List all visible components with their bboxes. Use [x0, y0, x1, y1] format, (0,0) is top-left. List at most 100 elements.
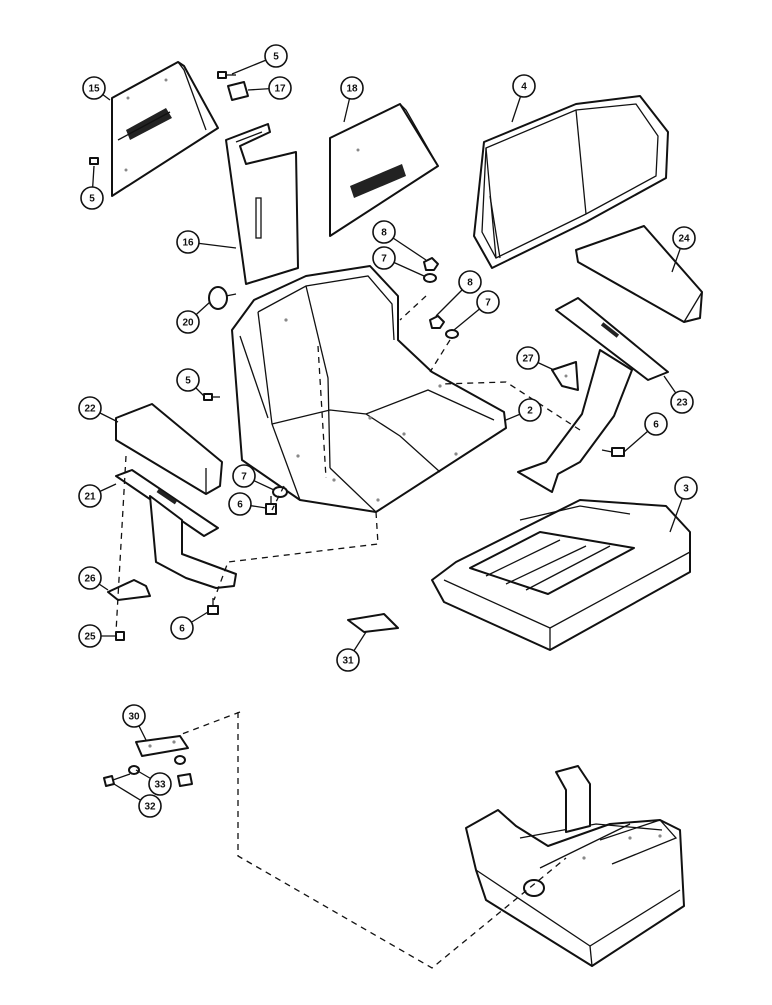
callout-circle	[122, 704, 146, 728]
callout-30: 30	[122, 704, 146, 728]
part-17-clip	[227, 81, 249, 101]
callout-6: 6	[228, 492, 252, 516]
callout-circle	[176, 310, 200, 334]
callout-circle	[644, 412, 668, 436]
callout-16: 16	[176, 230, 200, 254]
part-6-bolt-a	[265, 496, 277, 515]
part-27-bracket	[551, 361, 579, 391]
part-4-backrest-cushion	[473, 95, 669, 269]
part-20-knob	[208, 286, 237, 310]
part-32-bolt-a	[103, 773, 131, 787]
part-2-seat-pan	[231, 265, 507, 513]
callout-5: 5	[264, 44, 288, 68]
callout-2: 2	[518, 398, 542, 422]
callout-3: 3	[674, 476, 698, 500]
callout-number: 8	[381, 228, 387, 239]
callout-circle	[372, 220, 396, 244]
callout-number: 22	[84, 404, 96, 415]
callout-number: 7	[485, 298, 491, 309]
callout-5: 5	[176, 368, 200, 392]
callout-number: 5	[89, 194, 95, 205]
callout-number: 23	[676, 398, 688, 409]
callout-circle	[340, 76, 364, 100]
callout-circle	[672, 226, 696, 250]
callout-circle	[476, 290, 500, 314]
callout-number: 18	[346, 84, 358, 95]
part-33-washer-a	[128, 765, 140, 775]
callout-circle	[170, 616, 194, 640]
callout-circle	[518, 398, 542, 422]
callout-21: 21	[78, 484, 102, 508]
part-25-screw	[115, 631, 125, 641]
part-15-side-panel	[111, 61, 219, 197]
callout-number: 17	[274, 84, 286, 95]
callout-18: 18	[340, 76, 364, 100]
callout-24: 24	[672, 226, 696, 250]
assembly-dashed-lines	[115, 295, 581, 969]
callout-circle	[78, 624, 102, 648]
callout-circle	[336, 648, 360, 672]
part-8-nut-a	[423, 257, 439, 271]
callout-circle	[138, 794, 162, 818]
callout-8: 8	[458, 270, 482, 294]
callout-number: 5	[185, 376, 191, 387]
callout-17: 17	[268, 76, 292, 100]
callout-circle	[512, 74, 536, 98]
callout-circle	[264, 44, 288, 68]
callout-circle	[228, 492, 252, 516]
seat-base-box	[465, 765, 685, 967]
part-6-bolt-b	[601, 447, 625, 457]
part-16-bracket	[225, 123, 299, 285]
callout-number: 33	[154, 780, 166, 791]
callout-number: 20	[182, 318, 194, 329]
callout-number: 6	[653, 420, 659, 431]
callout-circle	[176, 230, 200, 254]
part-5-screw-left	[89, 157, 99, 165]
callout-number: 26	[84, 574, 96, 585]
callout-number: 21	[84, 492, 96, 503]
callout-7: 7	[372, 246, 396, 270]
part-32-bolt-b	[177, 773, 193, 787]
callout-circle	[674, 476, 698, 500]
callout-circle	[148, 772, 172, 796]
callout-number: 7	[241, 472, 247, 483]
callout-number: 7	[381, 254, 387, 265]
part-18-side-panel	[329, 103, 439, 237]
part-30-plate	[135, 735, 189, 757]
callout-circle	[78, 566, 102, 590]
callout-7: 7	[476, 290, 500, 314]
callout-circle	[268, 76, 292, 100]
callout-circle	[458, 270, 482, 294]
part-6-bolt-c	[207, 598, 219, 615]
callout-circle	[82, 76, 106, 100]
callout-circle	[232, 464, 256, 488]
callout-number: 27	[522, 354, 534, 365]
part-31-clip	[347, 613, 399, 633]
part-8-nut-b	[429, 315, 445, 329]
callout-number: 30	[128, 712, 140, 723]
callout-number: 6	[179, 624, 185, 635]
callout-27: 27	[516, 346, 540, 370]
callout-circle	[80, 186, 104, 210]
callout-number: 25	[84, 632, 96, 643]
callout-6: 6	[644, 412, 668, 436]
part-24-armrest-pad	[575, 225, 703, 323]
callout-15: 15	[82, 76, 106, 100]
callout-number: 3	[683, 484, 689, 495]
callout-7: 7	[232, 464, 256, 488]
callout-number: 15	[88, 84, 100, 95]
callout-circle	[516, 346, 540, 370]
part-23-armrest-bracket	[517, 297, 669, 493]
part-21-armrest-bracket	[115, 469, 237, 589]
part-22-armrest-pad	[115, 403, 223, 495]
part-7-washer-c	[272, 486, 288, 498]
callout-circle	[176, 368, 200, 392]
part-5-screw-mid	[203, 393, 220, 401]
callout-4: 4	[512, 74, 536, 98]
callout-circle	[78, 396, 102, 420]
callout-circle	[372, 246, 396, 270]
callout-circle	[670, 390, 694, 414]
callout-26: 26	[78, 566, 102, 590]
